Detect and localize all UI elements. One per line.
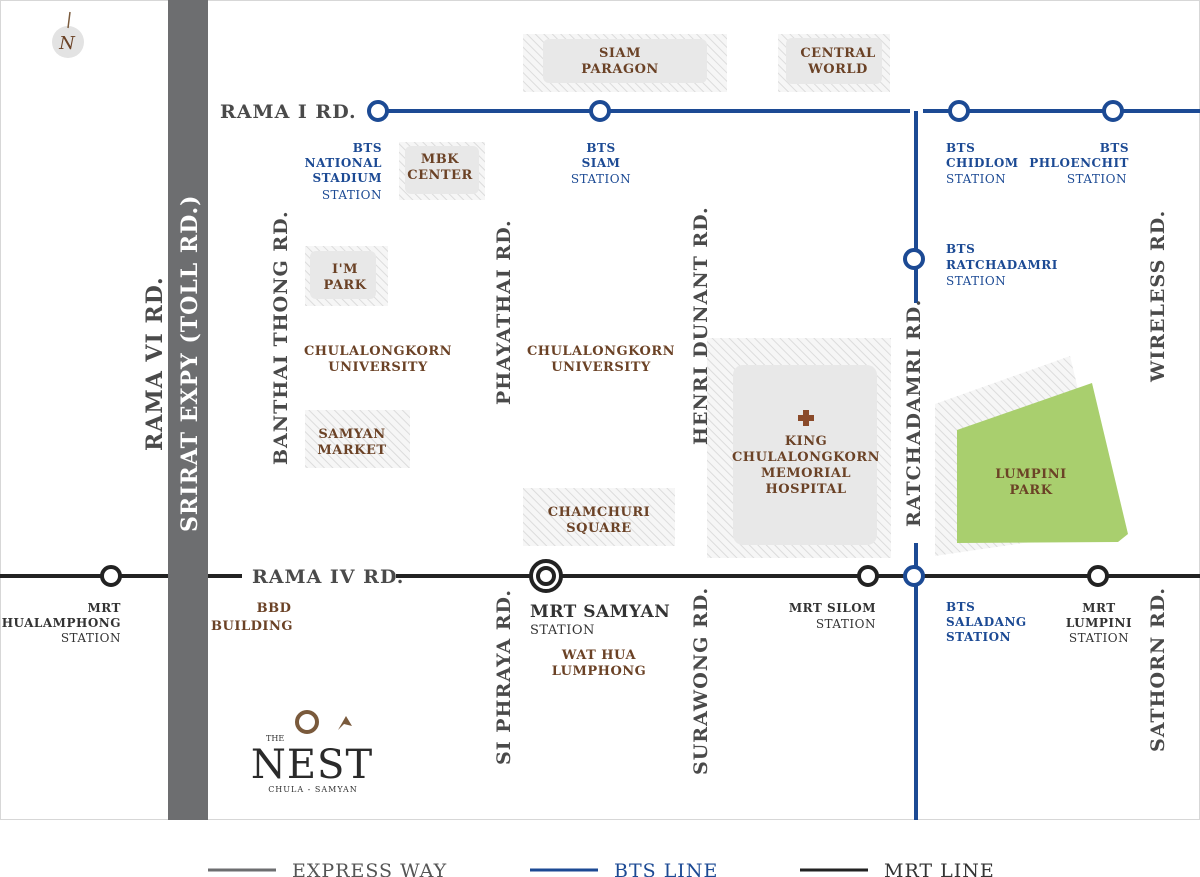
compass-icon: N [52, 11, 84, 58]
road-banthai-label: BANTHAI THONG RD. [270, 210, 292, 465]
bts-siam-marker [589, 100, 611, 122]
station-saladang-line1: BTS [946, 600, 975, 614]
road-surawong-label: SURAWONG RD. [690, 587, 712, 775]
station-phloenchit-line2: PHLOENCHIT [1029, 156, 1129, 170]
place-chula-left-line1: CHULALONGKORN [304, 344, 452, 359]
station-siam-line1: BTS [586, 141, 615, 155]
place-bbd-line2: BUILDING [211, 619, 293, 634]
road-rama6-label: RAMA VI RD. [142, 276, 168, 451]
place-wat-hua-line2: LUMPHONG [552, 664, 647, 679]
logo-sub: CHULA - SAMYAN [268, 785, 358, 794]
place-chamchuri-line2: SQUARE [566, 521, 631, 536]
bts-saladang-marker [903, 565, 925, 587]
mrt-hualamphong-marker [100, 565, 122, 587]
station-saladang-line2: SALADANG [946, 615, 1027, 629]
station-silom-line2: STATION [816, 617, 876, 631]
station-phloenchit-line1: BTS [1100, 141, 1129, 155]
place-mbk-line1: MBK [421, 152, 459, 167]
legend: EXPRESS WAY BTS LINE MRT LINE [208, 860, 995, 877]
station-samyan-line1: MRT SAMYAN [530, 602, 670, 622]
lumpini-park-area [935, 356, 1128, 556]
station-ratchadamri-line2: RATCHADAMRI [946, 258, 1058, 272]
place-im-park-line2: PARK [323, 278, 366, 293]
logo-egg-icon [295, 710, 319, 734]
station-lumpini-line1: MRT [1082, 601, 1115, 615]
legend-express-label: EXPRESS WAY [292, 860, 447, 877]
station-lumpini-line2: LUMPINI [1066, 616, 1132, 630]
station-hualamphong-line3: STATION [61, 631, 121, 645]
place-samyan-market-line2: MARKET [317, 443, 386, 458]
place-hospital-line1: KING [785, 434, 827, 449]
station-samyan-line2: STATION [530, 623, 595, 638]
station-siam-line3: STATION [571, 172, 631, 186]
logo-bird-icon [338, 716, 352, 730]
station-silom-line1: MRT SILOM [789, 601, 876, 615]
place-hospital-line3: MEMORIAL [761, 466, 851, 481]
expressway-road [168, 0, 208, 820]
road-wireless-label: WIRELESS RD. [1147, 210, 1169, 383]
place-siam-paragon-line1: SIAM [599, 46, 641, 61]
place-samyan-market-line1: SAMYAN [318, 427, 385, 442]
station-siam-line2: SIAM [582, 156, 621, 170]
legend-mrt-label: MRT LINE [884, 860, 995, 877]
place-lumpini-park-line1: LUMPINI [995, 467, 1066, 482]
station-national-stadium-line3: STADIUM [312, 171, 382, 185]
compass-label: N [58, 33, 76, 54]
station-chidlom-line1: BTS [946, 141, 975, 155]
road-sathorn-label: SATHORN RD. [1147, 587, 1169, 752]
place-lumpini-park-line2: PARK [1009, 483, 1052, 498]
the-nest-logo: THE NEST CHULA - SAMYAN [251, 710, 373, 794]
logo-the: THE [266, 734, 284, 743]
road-ratchadamri-label: RATCHADAMRI RD. [903, 299, 925, 527]
bts-station-markers [367, 100, 1124, 587]
place-chamchuri-line1: CHAMCHURI [548, 505, 650, 520]
place-central-world-line1: CENTRAL [800, 46, 875, 61]
legend-bts-label: BTS LINE [614, 860, 718, 877]
place-hospital-line4: HOSPITAL [765, 482, 846, 497]
station-ratchadamri-line1: BTS [946, 242, 975, 256]
station-ratchadamri-line3: STATION [946, 274, 1006, 288]
place-bbd-line1: BBD [257, 601, 292, 616]
mrt-samyan-marker-inner [536, 566, 556, 586]
station-hualamphong-line1: MRT [88, 601, 121, 615]
logo-nest: NEST [251, 742, 373, 788]
station-saladang-line3: STATION [946, 630, 1011, 644]
place-blocks [305, 34, 891, 558]
station-lumpini-line3: STATION [1069, 631, 1129, 645]
bts-line [378, 109, 1200, 820]
bts-national-stadium-marker [367, 100, 389, 122]
place-hospital-line2: CHULALONGKORN [732, 450, 880, 465]
station-national-stadium-line1: BTS [353, 141, 382, 155]
place-siam-paragon-line2: PARAGON [581, 62, 659, 77]
place-mbk-line2: CENTER [407, 168, 473, 183]
place-wat-hua-line1: WAT HUA [561, 648, 637, 663]
mrt-station-markers [100, 559, 1109, 593]
bts-chidlom-marker [948, 100, 970, 122]
road-siphraya-label: SI PHRAYA RD. [493, 589, 515, 765]
road-phayathai-label: PHAYATHAI RD. [493, 219, 515, 405]
place-central-world-line2: WORLD [807, 62, 868, 77]
road-rama4-label: RAMA IV RD. [252, 566, 404, 588]
station-national-stadium-line4: STATION [322, 188, 382, 202]
bts-ratchadamri-marker [903, 248, 925, 270]
hospital-cross-icon [798, 410, 814, 426]
station-chidlom-line3: STATION [946, 172, 1006, 186]
place-im-park-line1: I'M [332, 262, 358, 277]
bts-phloenchit-marker [1102, 100, 1124, 122]
mrt-silom-marker [857, 565, 879, 587]
place-chula-mid-line2: UNIVERSITY [551, 360, 651, 375]
station-hualamphong-line2: HUALAMPHONG [2, 616, 121, 630]
station-national-stadium-line2: NATIONAL [305, 156, 382, 170]
station-phloenchit-line3: STATION [1067, 172, 1127, 186]
place-chula-mid-line1: CHULALONGKORN [527, 344, 675, 359]
road-rama1-label: RAMA I RD. [220, 101, 357, 123]
road-sirirat-label: SRIRAT EXPY (TOLL RD.) [177, 194, 203, 532]
road-henri-label: HENRI DUNANT RD. [690, 206, 712, 445]
station-chidlom-line2: CHIDLOM [946, 156, 1019, 170]
mrt-lumpini-marker [1087, 565, 1109, 587]
place-chula-left-line2: UNIVERSITY [328, 360, 428, 375]
